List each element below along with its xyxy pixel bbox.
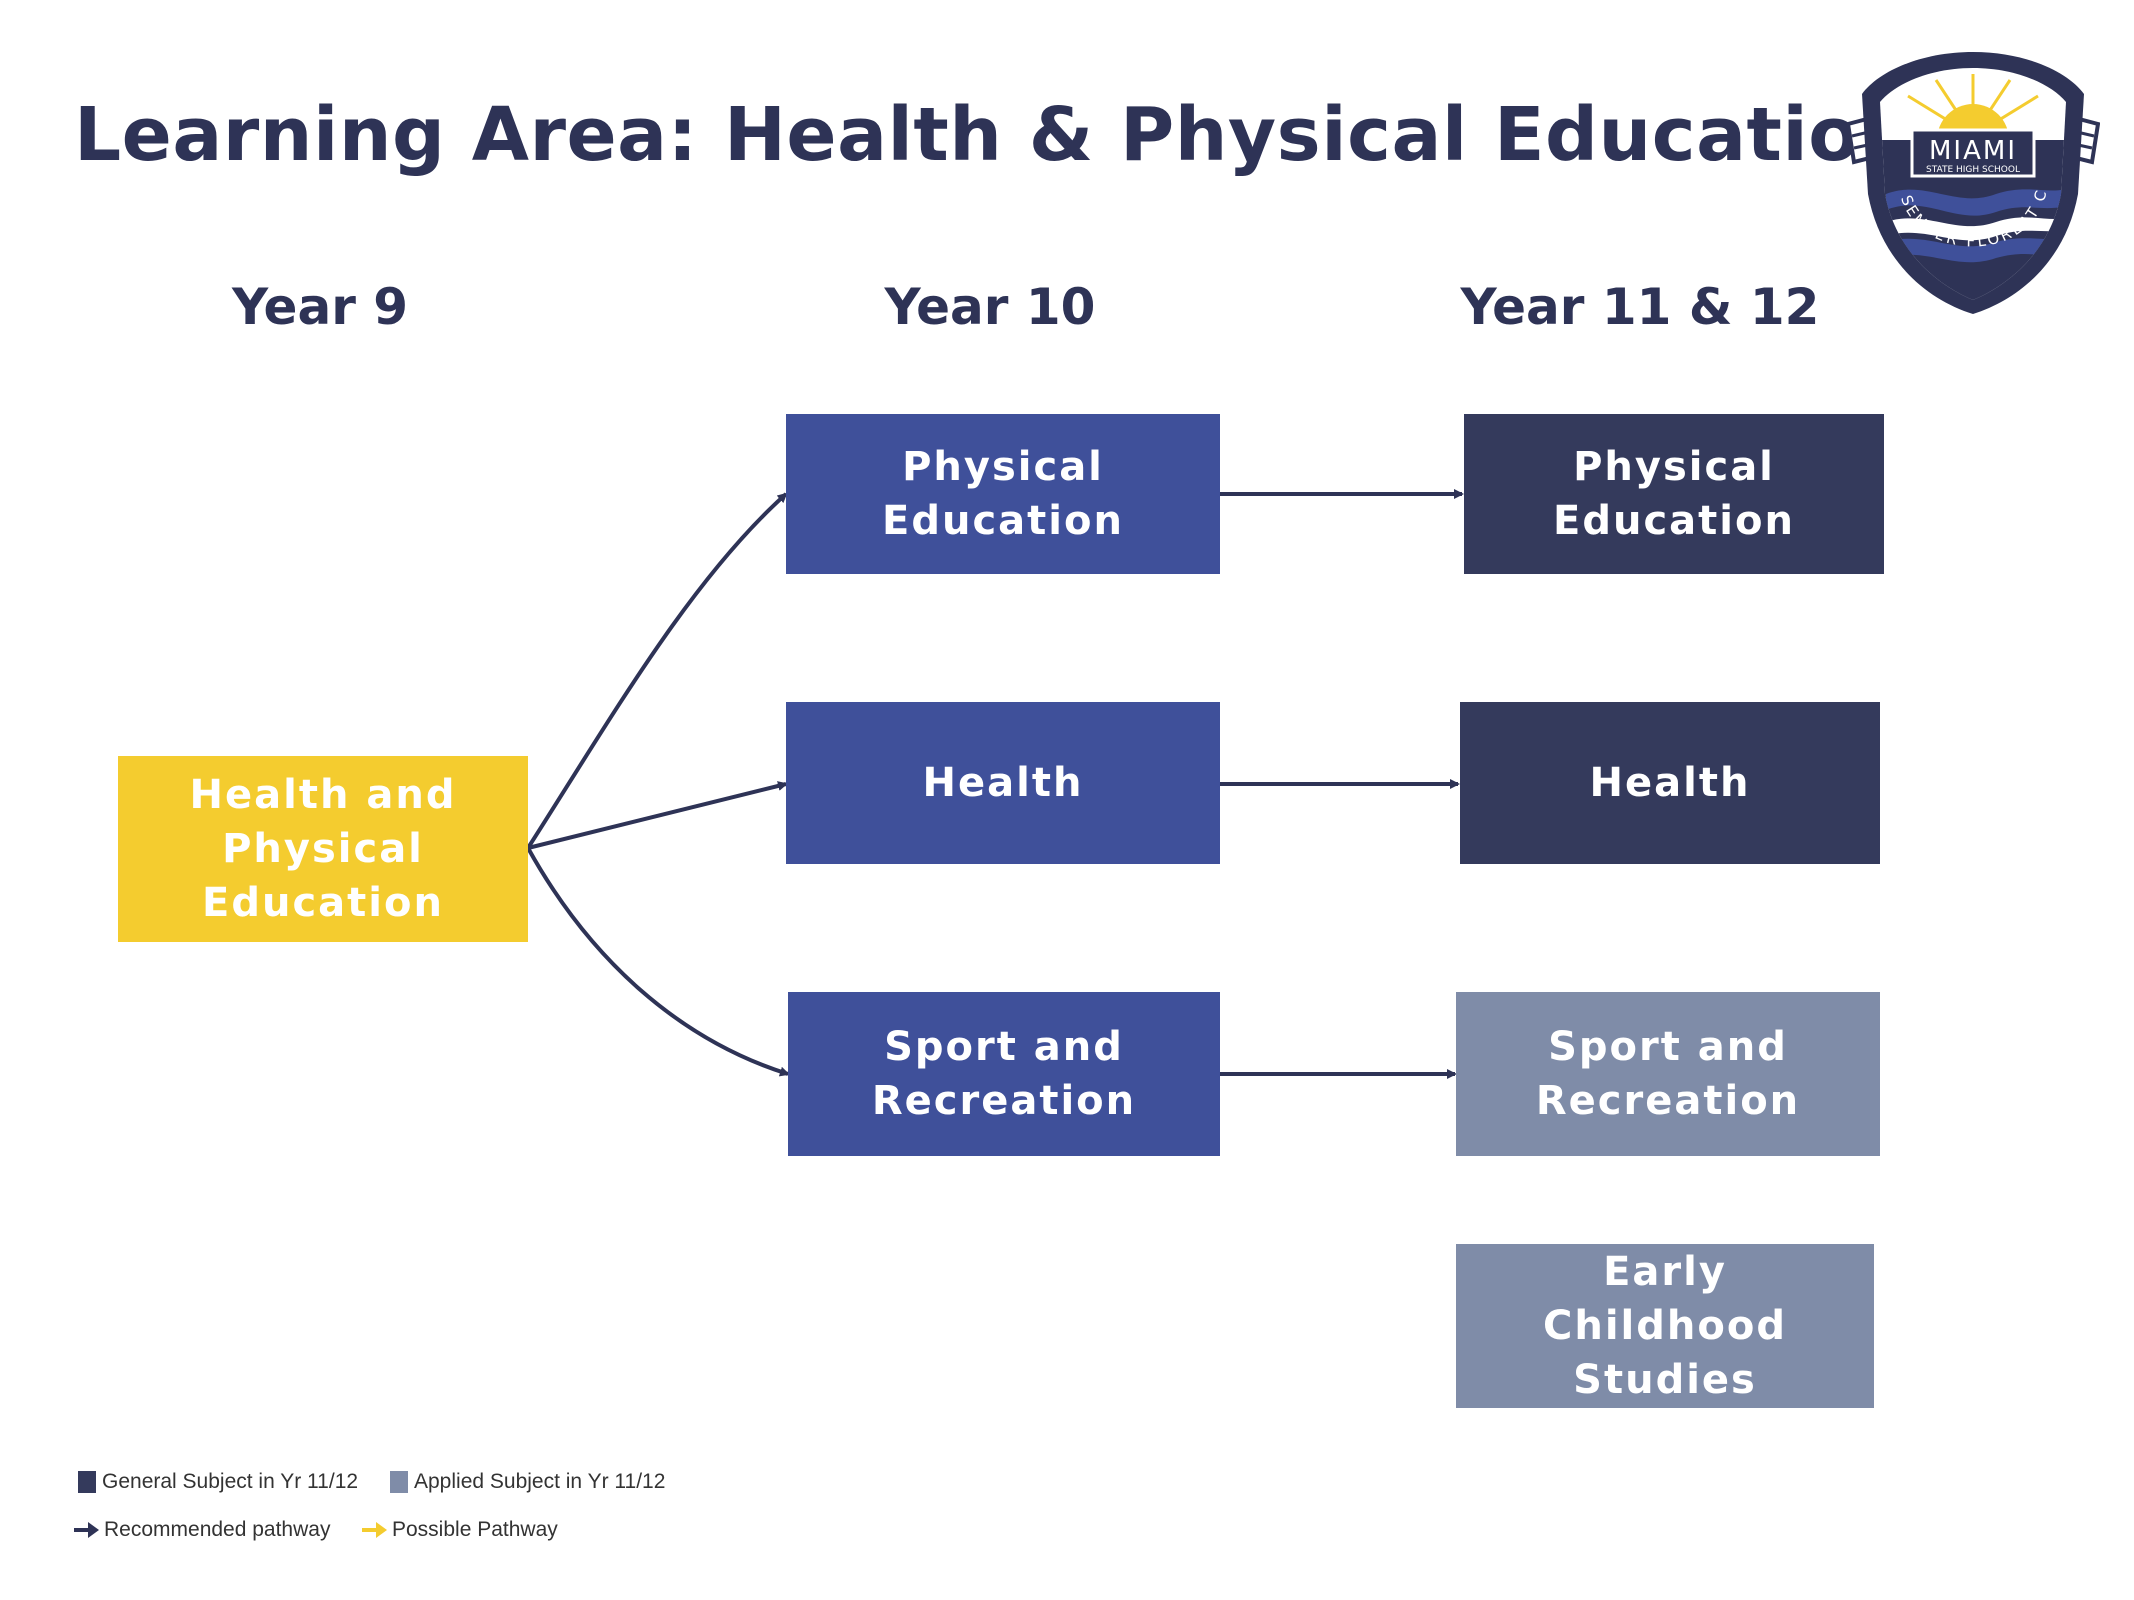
arrow-y9-to-y10-pe	[526, 492, 788, 850]
legend-general: General Subject in Yr 11/12	[78, 1470, 358, 1494]
arrow-y9-to-y10-health	[527, 781, 788, 850]
node-y1112-physical-education: Physical Education	[1464, 414, 1884, 574]
legend-applied: Applied Subject in Yr 11/12	[390, 1470, 665, 1494]
legend-recommended-label: Recommended pathway	[104, 1518, 331, 1541]
logo-subtitle: STATE HIGH SCHOOL	[1926, 165, 2020, 175]
year-10-heading: Year 10	[884, 278, 1096, 336]
legend-general-swatch	[78, 1471, 96, 1493]
legend-general-label: General Subject in Yr 11/12	[102, 1470, 359, 1493]
school-logo: MIAMI STATE HIGH SCHOOL SEMPER FLOREAT C…	[1846, 44, 2100, 314]
legend-possible-label: Possible Pathway	[392, 1518, 558, 1541]
legend-possible: Possible Pathway	[360, 1518, 558, 1542]
recommended-arrow-icon	[74, 1522, 99, 1538]
arrow-y9-to-y10-sport	[526, 847, 790, 1077]
page-title: Learning Area: Health & Physical Educati…	[74, 92, 1913, 178]
node-y1112-health: Health	[1460, 702, 1880, 864]
year-9-heading: Year 9	[231, 278, 409, 336]
legend-applied-swatch	[390, 1471, 408, 1493]
node-y9-health-physical-education: Health and Physical Education	[118, 756, 528, 942]
node-y10-sport-recreation: Sport and Recreation	[788, 992, 1220, 1156]
possible-arrow-icon	[362, 1522, 387, 1538]
node-y10-physical-education: Physical Education	[786, 414, 1220, 574]
node-y1112-sport-recreation: Sport and Recreation	[1456, 992, 1880, 1156]
node-y1112-early-childhood: Early Childhood Studies	[1456, 1244, 1874, 1408]
legend-recommended: Recommended pathway	[72, 1518, 330, 1542]
node-y10-health: Health	[786, 702, 1220, 864]
year-11-12-heading: Year 11 & 12	[1460, 278, 1820, 336]
logo-name: MIAMI	[1929, 136, 2017, 166]
legend-applied-label: Applied Subject in Yr 11/12	[414, 1470, 666, 1493]
